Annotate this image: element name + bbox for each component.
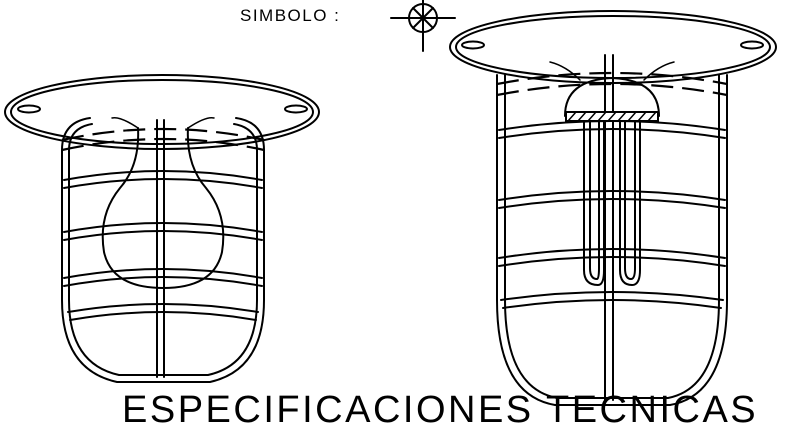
circle-x-crosshair-icon bbox=[390, 0, 456, 52]
page-title: ESPECIFICACIONES TECNICAS bbox=[122, 389, 759, 431]
incandescent-bulb bbox=[101, 116, 225, 289]
right-cage bbox=[496, 54, 728, 406]
right-fixture bbox=[449, 10, 777, 406]
left-fixture bbox=[4, 74, 320, 383]
symbol-label: SIMBOLO : bbox=[240, 6, 341, 25]
left-mounting-plate bbox=[4, 74, 320, 150]
left-cage bbox=[61, 117, 265, 383]
fluorescent-tube-lamp bbox=[549, 61, 675, 286]
